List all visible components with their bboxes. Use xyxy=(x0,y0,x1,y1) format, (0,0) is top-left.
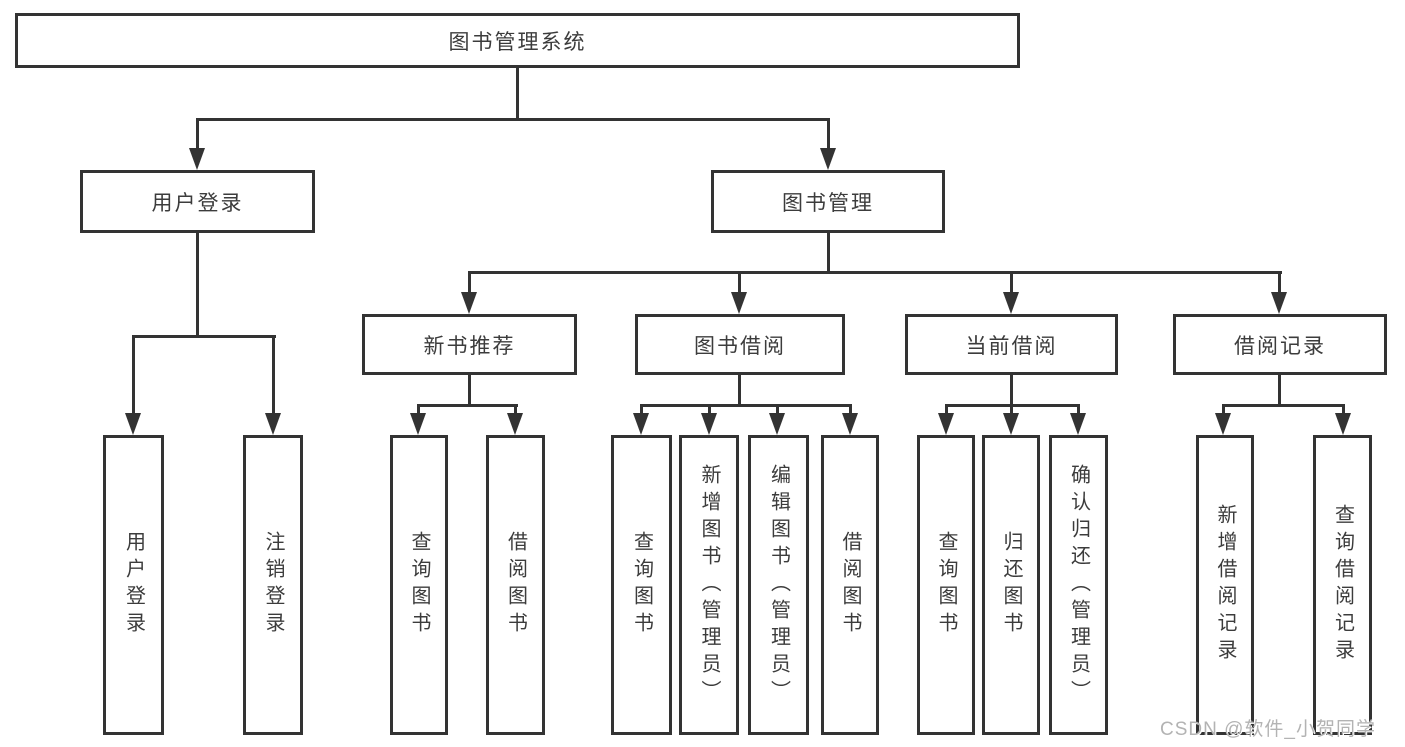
arrowhead-down-icon xyxy=(769,413,785,435)
connector-drop-book-borrow xyxy=(738,271,741,292)
csdn-watermark: CSDN @软件_小贺同学 xyxy=(1160,719,1376,740)
connector-drop xyxy=(1010,404,1013,415)
connector-user-login-crossbar xyxy=(132,335,276,338)
arrowhead-down-icon xyxy=(461,292,477,314)
connector-book-borrow-crossbar xyxy=(640,404,852,407)
arrowhead-down-icon xyxy=(820,148,836,170)
arrowhead-down-icon xyxy=(507,413,523,435)
leaf-records-query-record: 查询借阅记录 xyxy=(1313,435,1372,735)
connector-drop-book-management xyxy=(827,118,830,150)
node-current-borrow: 当前借阅 xyxy=(905,314,1118,375)
arrowhead-down-icon xyxy=(1003,413,1019,435)
connector-drop-current-borrow xyxy=(1010,271,1013,292)
node-new-book-recommend: 新书推荐 xyxy=(362,314,577,375)
leaf-records-add-record: 新增借阅记录 xyxy=(1196,435,1254,735)
connector-drop xyxy=(1222,404,1225,415)
leaf-logout: 注销登录 xyxy=(243,435,303,735)
arrowhead-down-icon xyxy=(1070,413,1086,435)
arrowhead-down-icon xyxy=(1003,292,1019,314)
connector-borrow-records-crossbar xyxy=(1222,404,1345,407)
node-user-login: 用户登录 xyxy=(80,170,315,233)
arrowhead-down-icon xyxy=(731,292,747,314)
connector-current-borrow-stem xyxy=(1010,375,1013,407)
connector-drop xyxy=(1077,404,1080,415)
leaf-borrow-borrow-books: 借阅图书 xyxy=(821,435,879,735)
arrowhead-down-icon xyxy=(1215,413,1231,435)
connector-drop xyxy=(776,404,779,415)
connector-book-management-crossbar xyxy=(468,271,1282,274)
connector-new-book-crossbar xyxy=(417,404,518,407)
leaf-newbook-query-books: 查询图书 xyxy=(390,435,448,735)
node-root: 图书管理系统 xyxy=(15,13,1020,68)
leaf-user-login: 用户登录 xyxy=(103,435,164,735)
connector-drop-new-book xyxy=(468,271,471,292)
arrowhead-down-icon xyxy=(189,148,205,170)
connector-drop-user-login xyxy=(196,118,199,150)
connector-drop xyxy=(514,404,517,415)
node-book-borrow: 图书借阅 xyxy=(635,314,845,375)
arrowhead-down-icon xyxy=(633,413,649,435)
connector-drop xyxy=(640,404,643,415)
leaf-current-query-books: 查询图书 xyxy=(917,435,975,735)
connector-user-login-stem xyxy=(196,233,199,338)
arrowhead-down-icon xyxy=(938,413,954,435)
connector-drop-leaf-logout xyxy=(272,335,275,413)
node-book-management: 图书管理 xyxy=(711,170,945,233)
connector-drop xyxy=(708,404,711,415)
leaf-borrow-edit-books-admin: 编辑图书（管理员） xyxy=(748,435,809,735)
connector-root-crossbar xyxy=(196,118,830,121)
connector-book-management-stem xyxy=(827,233,830,274)
arrowhead-down-icon xyxy=(1271,292,1287,314)
leaf-current-confirm-return-admin: 确认归还（管理员） xyxy=(1049,435,1108,735)
node-borrow-records: 借阅记录 xyxy=(1173,314,1387,375)
arrowhead-down-icon xyxy=(265,413,281,435)
leaf-borrow-query-books: 查询图书 xyxy=(611,435,672,735)
arrowhead-down-icon xyxy=(410,413,426,435)
arrowhead-down-icon xyxy=(701,413,717,435)
connector-new-book-stem xyxy=(468,375,471,407)
connector-drop xyxy=(849,404,852,415)
leaf-current-return-books: 归还图书 xyxy=(982,435,1040,735)
connector-borrow-records-stem xyxy=(1278,375,1281,407)
arrowhead-down-icon xyxy=(842,413,858,435)
arrowhead-down-icon xyxy=(125,413,141,435)
leaf-newbook-borrow-books: 借阅图书 xyxy=(486,435,545,735)
connector-drop xyxy=(945,404,948,415)
connector-drop xyxy=(417,404,420,415)
connector-drop xyxy=(1342,404,1345,415)
connector-drop-borrow-records xyxy=(1278,271,1281,292)
connector-book-borrow-stem xyxy=(738,375,741,407)
arrowhead-down-icon xyxy=(1335,413,1351,435)
connector-drop-leaf-user-login xyxy=(132,335,135,413)
leaf-borrow-add-books-admin: 新增图书（管理员） xyxy=(679,435,739,735)
connector-root-stem xyxy=(516,68,519,120)
